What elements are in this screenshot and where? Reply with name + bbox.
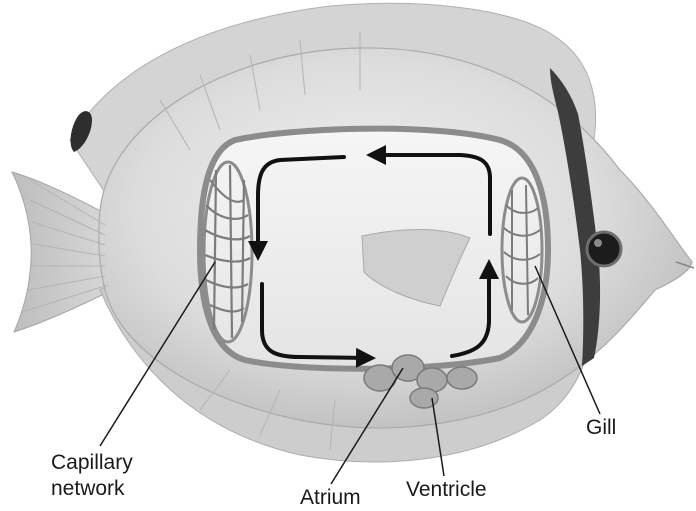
label-atrium: Atrium — [300, 486, 361, 509]
label-gill: Gill — [586, 416, 616, 439]
heart-chamber-5 — [447, 367, 477, 389]
eye-highlight — [594, 239, 602, 247]
label-ventricle: Ventricle — [406, 478, 487, 501]
label-capillary-line1: Capillary — [51, 451, 133, 474]
tail-fin — [12, 172, 112, 332]
eye — [587, 232, 621, 266]
label-capillary-line2: network — [51, 477, 125, 500]
